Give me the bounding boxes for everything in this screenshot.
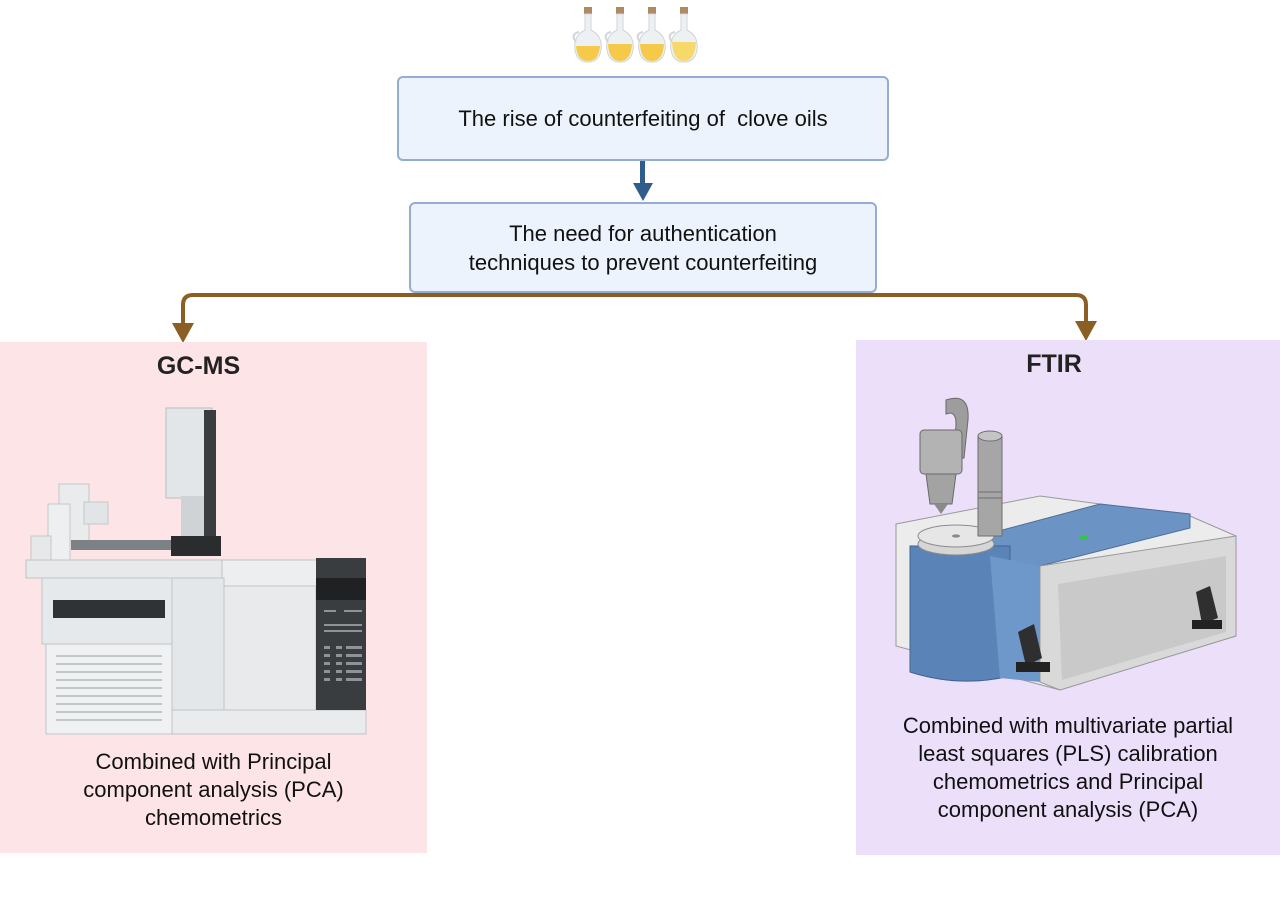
authentication-need-line2: techniques to prevent counterfeiting <box>468 249 818 275</box>
ftir-panel: FTIR Combined with multivariat <box>856 340 1280 855</box>
ftir-title: FTIR <box>1026 350 1082 378</box>
gcms-desc-line: component analysis (PCA) <box>83 777 344 802</box>
oil-bottle-icon <box>668 7 698 63</box>
gcms-title: GC-MS <box>156 352 241 380</box>
branch-connector <box>172 293 1097 343</box>
gcms-desc-line: chemometrics <box>145 805 282 830</box>
oil-bottle-icon <box>604 7 634 63</box>
ftir-desc-line: component analysis (PCA) <box>937 797 1199 822</box>
ftir-description: Combined with multivariate partial least… <box>856 712 1280 824</box>
authentication-need-line1: The need for authentication <box>509 220 777 246</box>
ftir-spectrometer-icon <box>895 397 1237 691</box>
gc-ms-instrument-icon <box>25 407 367 735</box>
left-branch-arrowhead <box>172 323 194 343</box>
gcms-description: Combined with Principal component analys… <box>0 748 427 832</box>
authentication-need-box: The need for authentication techniques t… <box>409 202 877 293</box>
ftir-desc-line: Combined with multivariate partial <box>902 713 1234 738</box>
branch-line <box>181 293 1088 330</box>
gcms-desc-line: Combined with Principal <box>95 749 332 774</box>
oil-bottle-icon <box>572 7 602 63</box>
oil-bottle-icon <box>636 7 666 63</box>
counterfeiting-rise-text: The rise of counterfeiting of clove oils <box>458 106 828 131</box>
oil-bottles-icon <box>572 7 698 63</box>
ftir-desc-line: chemometrics and Principal <box>932 769 1204 794</box>
down-arrow-icon <box>633 161 653 201</box>
ftir-desc-line: least squares (PLS) calibration <box>918 741 1218 766</box>
counterfeiting-rise-box: The rise of counterfeiting of clove oils <box>397 76 889 161</box>
right-branch-arrowhead <box>1075 321 1097 341</box>
gcms-panel: GC-MS <box>0 342 427 853</box>
